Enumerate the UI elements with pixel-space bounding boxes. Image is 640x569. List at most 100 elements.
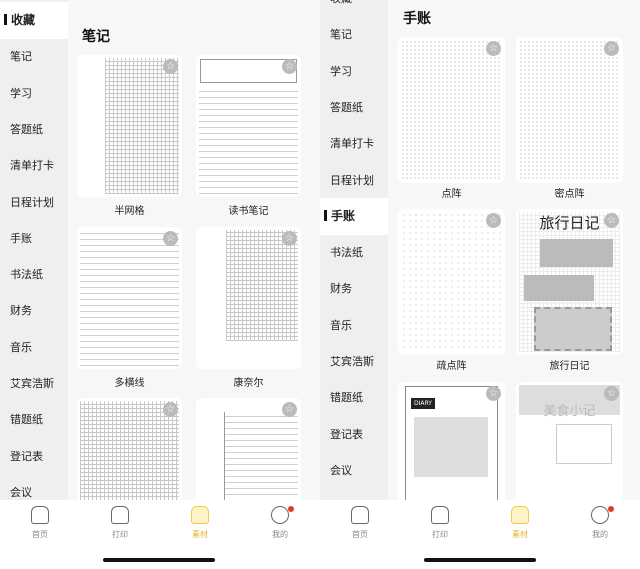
notification-badge <box>608 506 614 512</box>
sticker <box>524 275 594 301</box>
template-label: 多横线 <box>114 378 145 389</box>
tab-materials[interactable]: 素材 <box>170 506 230 540</box>
tab-bar: 首页 打印素材 我的 <box>320 500 640 569</box>
sidebar-item[interactable]: 收藏 <box>320 0 388 17</box>
favorite-star-icon[interactable]: ☆ <box>163 402 178 417</box>
template-preview <box>80 230 179 366</box>
sidebar-item[interactable]: 手账 <box>10 231 32 245</box>
sidebar-item[interactable]: 登记表 <box>330 427 363 441</box>
sidebar-item[interactable]: 学习 <box>330 64 352 78</box>
sidebar-item-selected[interactable]: 手账 <box>320 197 388 235</box>
sidebar-item[interactable]: 财务 <box>330 282 352 296</box>
photo-frame <box>534 307 612 351</box>
template-card[interactable]: ☆ <box>196 55 301 197</box>
template-card[interactable]: ☆ <box>516 37 623 183</box>
sidebar-item[interactable]: 登记表 <box>10 449 43 463</box>
home-indicator <box>103 558 215 562</box>
tab-home[interactable]: 首页 <box>330 506 390 540</box>
favorite-star-icon[interactable]: ☆ <box>604 41 619 56</box>
sidebar-item[interactable]: 音乐 <box>330 318 352 332</box>
favorite-star-icon[interactable]: ☆ <box>282 231 297 246</box>
template-label: 密点阵 <box>554 189 585 200</box>
sidebar-item[interactable]: 会议 <box>10 485 32 499</box>
sidebar-item[interactable]: 书法纸 <box>10 268 43 282</box>
sidebar-item[interactable]: 错题纸 <box>330 391 363 405</box>
favorite-star-icon[interactable]: ☆ <box>604 213 619 228</box>
tab-printer[interactable]: 打印 <box>90 506 150 540</box>
favorite-star-icon[interactable]: ☆ <box>163 59 178 74</box>
template-card[interactable]: ☆ <box>196 398 301 500</box>
sidebar-item[interactable]: 笔记 <box>10 50 32 64</box>
sidebar-item[interactable]: 清单打卡 <box>330 137 374 151</box>
template-label: 康奈尔 <box>233 378 264 389</box>
template-list: 笔记☆半网格☆读书笔记☆多横线☆康奈尔☆☆ <box>68 0 320 500</box>
materials-icon <box>191 506 209 524</box>
sidebar-item[interactable]: 答题纸 <box>10 122 43 136</box>
template-label: 疏点阵 <box>436 361 467 372</box>
tab-home[interactable]: 首页 <box>10 506 70 540</box>
template-preview <box>401 40 502 180</box>
template-card[interactable]: 美食小记 ☆ <box>516 382 623 500</box>
template-preview <box>80 401 179 500</box>
diary-frame <box>405 386 498 500</box>
favorite-star-icon[interactable]: ☆ <box>604 386 619 401</box>
template-card[interactable]: ☆ <box>196 227 301 369</box>
sidebar-item[interactable]: 会议 <box>330 463 352 477</box>
sidebar-item[interactable]: 清单打卡 <box>10 159 54 173</box>
template-card[interactable]: ☆ <box>398 37 505 183</box>
template-card[interactable]: DIARY☆ <box>398 382 505 500</box>
favorite-star-icon[interactable]: ☆ <box>486 213 501 228</box>
content-box <box>556 424 612 464</box>
printer-icon <box>111 506 129 524</box>
template-label: 旅行日记 <box>549 361 590 372</box>
right-screen: 收藏笔记学习答题纸清单打卡日程计划手账书法纸财务音乐艾宾浩斯错题纸登记表会议手账… <box>320 0 640 569</box>
art-title: 旅行日记 <box>539 214 600 232</box>
sidebar-item[interactable]: 错题纸 <box>10 413 43 427</box>
favorite-star-icon[interactable]: ☆ <box>486 386 501 401</box>
materials-icon <box>511 506 529 524</box>
sidebar-item[interactable]: 日程计划 <box>330 173 374 187</box>
header-wave <box>519 385 620 415</box>
favorite-star-icon[interactable]: ☆ <box>282 59 297 74</box>
tab-label: 我的 <box>592 530 608 539</box>
favorite-star-icon[interactable]: ☆ <box>282 402 297 417</box>
printer-icon <box>431 506 449 524</box>
template-preview <box>226 230 298 341</box>
tab-label: 素材 <box>512 530 528 539</box>
home-indicator <box>424 558 536 562</box>
template-card[interactable]: ☆ <box>77 398 182 500</box>
home-icon <box>31 506 49 524</box>
left-screen: 收藏笔记学习答题纸清单打卡日程计划手账书法纸财务音乐艾宾浩斯错题纸登记表会议笔记… <box>0 0 320 569</box>
sidebar-item[interactable]: 艾宾浩斯 <box>330 355 374 368</box>
sticker <box>540 239 613 267</box>
tab-profile[interactable]: 我的 <box>570 506 630 540</box>
sidebar-item[interactable]: 书法纸 <box>330 246 363 260</box>
sidebar-item[interactable]: 音乐 <box>10 340 32 354</box>
sidebar-item[interactable]: 学习 <box>10 86 32 100</box>
template-card[interactable]: 旅行日记 ☆ <box>516 209 623 355</box>
template-label: 读书笔记 <box>228 206 269 217</box>
section-title: 手账 <box>403 11 431 27</box>
tab-materials[interactable]: 素材 <box>490 506 550 540</box>
template-card[interactable]: ☆ <box>398 209 505 355</box>
tab-printer[interactable]: 打印 <box>410 506 470 540</box>
sidebar-item[interactable]: 财务 <box>10 304 32 318</box>
tab-label: 打印 <box>112 530 128 539</box>
tab-label: 我的 <box>272 530 288 539</box>
sidebar-item-selected[interactable]: 收藏 <box>0 2 68 39</box>
favorite-star-icon[interactable]: ☆ <box>486 41 501 56</box>
template-card[interactable]: ☆ <box>77 55 182 197</box>
sidebar-item[interactable]: 日程计划 <box>10 195 54 209</box>
sidebar-item[interactable]: 笔记 <box>330 28 352 42</box>
template-preview <box>224 412 298 500</box>
tab-label: 首页 <box>352 530 368 539</box>
tab-profile[interactable]: 我的 <box>250 506 310 540</box>
category-sidebar[interactable]: 收藏笔记学习答题纸清单打卡日程计划手账书法纸财务音乐艾宾浩斯错题纸登记表会议 <box>0 0 68 500</box>
template-card[interactable]: ☆ <box>77 227 182 369</box>
sidebar-item[interactable]: 答题纸 <box>330 100 363 114</box>
art-title: 美食小记 <box>543 404 596 419</box>
notification-badge <box>288 506 294 512</box>
favorite-star-icon[interactable]: ☆ <box>163 231 178 246</box>
sidebar-item[interactable]: 艾宾浩斯 <box>10 377 54 390</box>
